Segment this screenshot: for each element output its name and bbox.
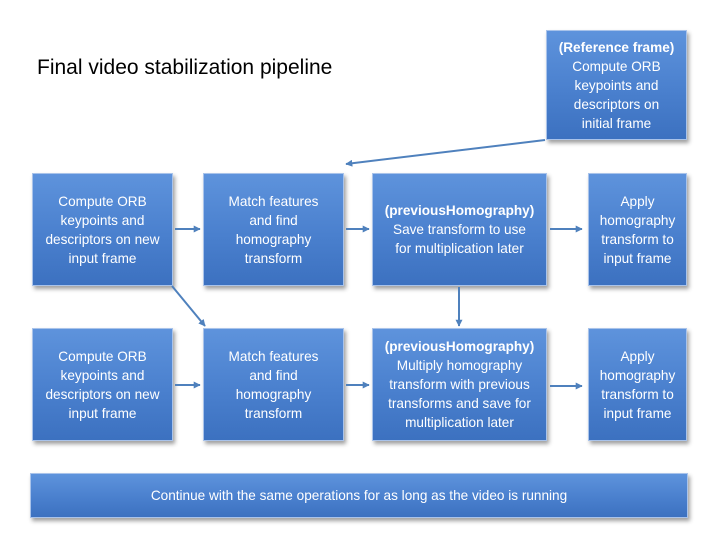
box-line: transform with previous xyxy=(389,377,530,392)
box-line: input frame xyxy=(603,405,672,421)
row2-compute-orb-box: Compute ORB keypoints and descriptors on… xyxy=(32,328,173,441)
box-line: homography xyxy=(235,386,312,402)
box-line: multiplication later xyxy=(405,415,514,430)
box-line: Match features xyxy=(228,193,319,209)
box-line: Apply xyxy=(620,348,655,364)
box-line: input frame xyxy=(68,250,137,266)
box-line: for multiplication later xyxy=(395,241,524,256)
diagram-title: Final video stabilization pipeline xyxy=(37,56,333,79)
previous-homography-heading: (previousHomography) xyxy=(384,203,535,218)
box-line: input frame xyxy=(603,250,672,266)
reference-frame-line: initial frame xyxy=(581,115,652,131)
box-line: Apply xyxy=(620,193,655,209)
reference-frame-line: descriptors on xyxy=(573,96,660,112)
box-line: transforms and save for xyxy=(388,396,531,411)
box-line: descriptors on new xyxy=(45,386,160,402)
previous-homography-heading: (previousHomography) xyxy=(384,339,535,354)
box-line: Multiply homography xyxy=(396,358,523,373)
arrow-row1-compute-to-row2-match xyxy=(171,285,206,327)
reference-frame-line: keypoints and xyxy=(574,77,659,93)
box-line: keypoints and xyxy=(60,367,145,383)
footer-text: Continue with the same operations for as… xyxy=(150,488,568,503)
box-line: input frame xyxy=(68,405,137,421)
box-line: Compute ORB xyxy=(58,348,147,364)
box-line: homography xyxy=(599,212,676,228)
arrow-reference-to-pipeline xyxy=(345,139,546,167)
box-line: and find xyxy=(249,212,298,228)
row2-apply-homography-box: Apply homography transform to input fram… xyxy=(588,328,687,441)
box-line: Match features xyxy=(228,348,319,364)
row2-previous-homography-box: (previousHomography) Multiply homography… xyxy=(372,328,547,441)
box-line: transform xyxy=(244,250,303,266)
continue-footer-box: Continue with the same operations for as… xyxy=(30,473,688,518)
box-line: transform to xyxy=(601,231,674,247)
box-line: keypoints and xyxy=(60,212,145,228)
reference-frame-heading: (Reference frame) xyxy=(558,39,675,55)
row1-previous-homography-box: (previousHomography) Save transform to u… xyxy=(372,173,547,286)
box-line: Compute ORB xyxy=(58,193,147,209)
box-line: and find xyxy=(249,367,298,383)
box-line: homography xyxy=(599,367,676,383)
reference-frame-line: Compute ORB xyxy=(572,58,661,74)
row2-match-features-box: Match features and find homography trans… xyxy=(203,328,344,441)
reference-frame-box: (Reference frame) Compute ORB keypoints … xyxy=(546,30,687,140)
box-line: transform to xyxy=(601,386,674,402)
row1-compute-orb-box: Compute ORB keypoints and descriptors on… xyxy=(32,173,173,286)
box-line: homography xyxy=(235,231,312,247)
row1-match-features-box: Match features and find homography trans… xyxy=(203,173,344,286)
row1-apply-homography-box: Apply homography transform to input fram… xyxy=(588,173,687,286)
box-line: Save transform to use xyxy=(393,222,526,237)
box-line: transform xyxy=(244,405,303,421)
box-line: descriptors on new xyxy=(45,231,160,247)
